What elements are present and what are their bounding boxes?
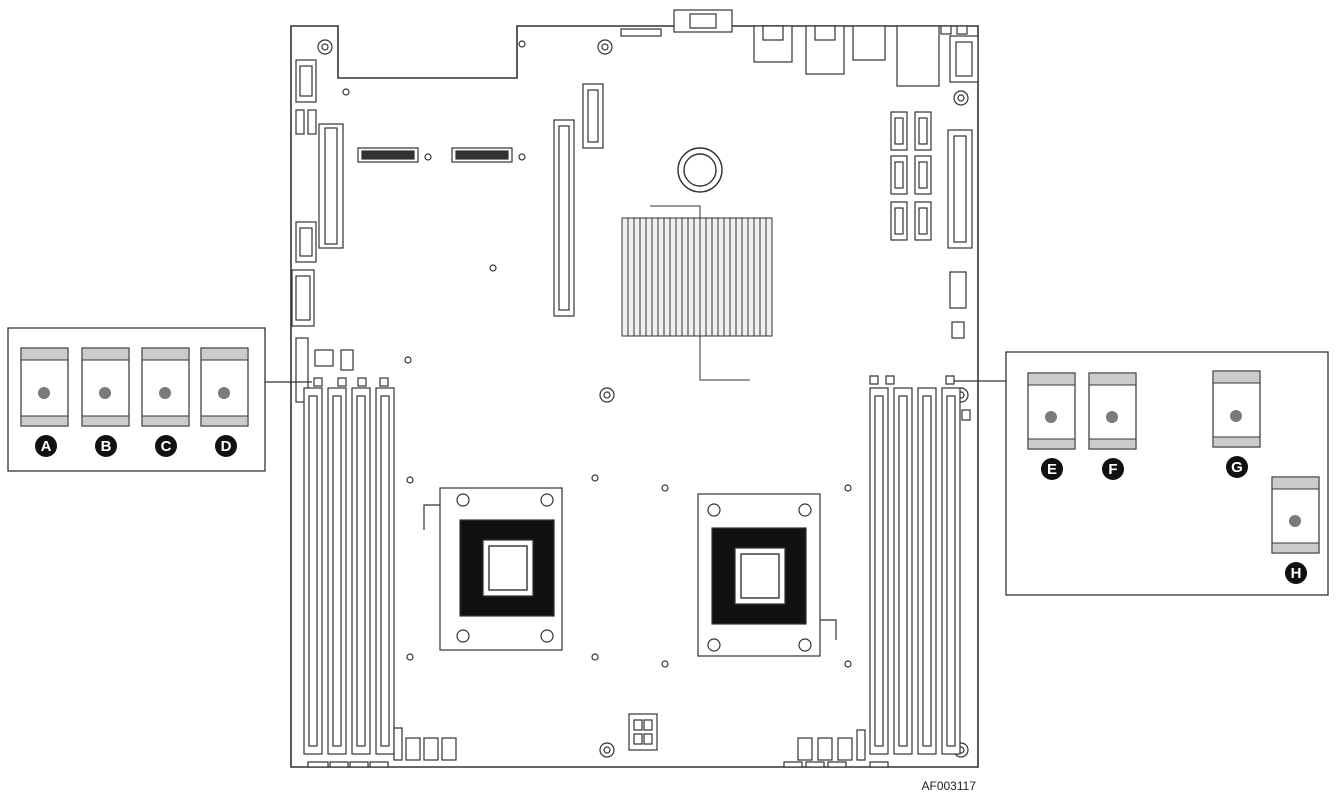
cpu-socket-1 (423, 487, 563, 651)
left-edge-headers (291, 59, 354, 403)
callout-box-right (954, 351, 1329, 596)
label-badge-F: F (1102, 458, 1124, 480)
label-E: E (1047, 461, 1057, 478)
label-F: F (1108, 461, 1117, 478)
chipset-heatsink (621, 205, 773, 381)
bottom-connectors (307, 713, 889, 768)
label-badge-G: G (1226, 456, 1248, 478)
led-E (1027, 372, 1076, 450)
label-H: H (1291, 565, 1302, 582)
label-C: C (161, 438, 172, 455)
label-badge-A: A (35, 435, 57, 457)
label-A: A (41, 438, 52, 455)
led-D (200, 347, 249, 427)
led-F (1088, 372, 1137, 450)
led-H (1271, 476, 1320, 554)
led-B (81, 347, 130, 427)
label-badge-B: B (95, 435, 117, 457)
label-badge-H: H (1285, 562, 1307, 584)
label-badge-C: C (155, 435, 177, 457)
cmos-battery (677, 147, 723, 193)
dimm-slots-right (869, 375, 971, 755)
led-A (20, 347, 69, 427)
figure-id: AF003117 (922, 779, 977, 793)
sata-connectors (890, 111, 973, 339)
label-B: B (101, 438, 112, 455)
cpu-socket-2 (697, 493, 837, 657)
rear-io-connectors (620, 9, 979, 87)
label-badge-E: E (1041, 458, 1063, 480)
label-badge-D: D (215, 435, 237, 457)
label-D: D (221, 438, 232, 455)
led-C (141, 347, 190, 427)
label-G: G (1231, 459, 1243, 476)
board-connectors (357, 83, 604, 317)
dimm-slots-left (303, 377, 395, 755)
led-G (1212, 370, 1261, 448)
